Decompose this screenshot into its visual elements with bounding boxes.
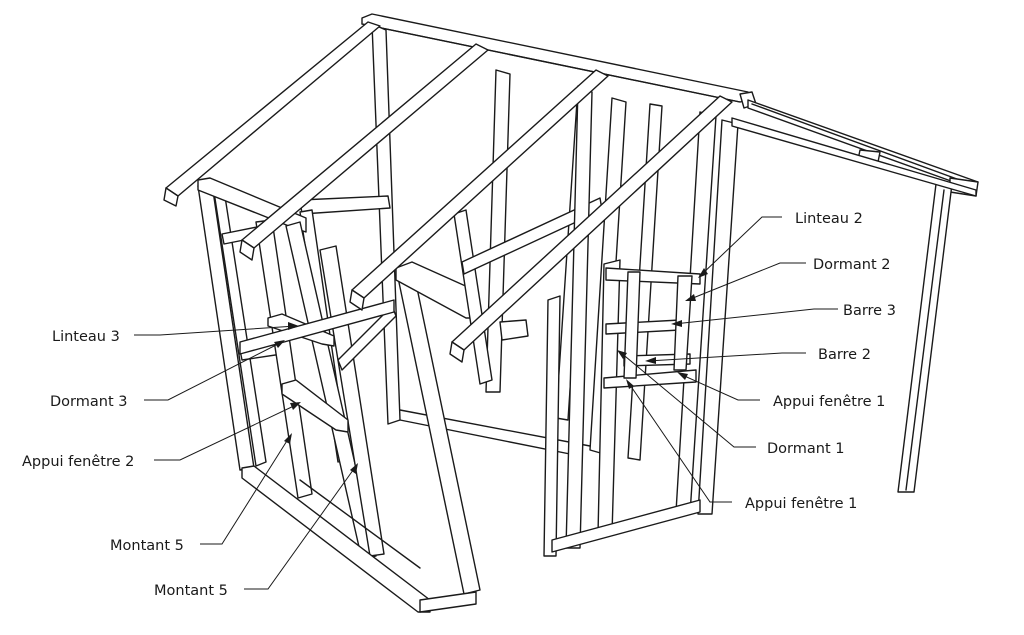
- leader-montant-5-a: [200, 435, 291, 545]
- arrow-barre-3: [671, 320, 682, 327]
- leader-appui-fenetre-1-b: [627, 381, 732, 503]
- label-linteau-2: Linteau 2: [795, 211, 863, 227]
- arrow-linteau-2: [698, 268, 708, 278]
- label-dormant-2: Dormant 2: [813, 257, 890, 273]
- arrow-appui-fenetre-2: [290, 402, 301, 410]
- right-side-wall: [543, 87, 701, 557]
- label-montant-5-left: Montant 5: [110, 538, 184, 554]
- leader-appui-fenetre-1-a: [679, 373, 760, 401]
- shed-frame-drawing: [163, 13, 979, 613]
- label-appui-fenetre-2: Appui fenêtre 2: [22, 454, 134, 470]
- leader-dormant-2: [687, 262, 806, 301]
- arrow-montant-5-a: [284, 433, 292, 444]
- leader-barre-3: [673, 308, 838, 325]
- part-labels: Linteau 2 Dormant 2 Barre 3 Barre 2 Appu…: [22, 211, 896, 599]
- label-barre-3: Barre 3: [843, 303, 896, 319]
- rear-right-post: [897, 183, 953, 493]
- leader-linteau-3: [134, 325, 297, 336]
- label-appui-fenetre-1-top: Appui fenêtre 1: [773, 394, 885, 410]
- leader-lines: [134, 216, 838, 590]
- arrow-dormant-1: [617, 350, 627, 359]
- arrow-appui-fenetre-1-b: [626, 379, 634, 389]
- arrow-appui-fenetre-1-a: [677, 372, 688, 380]
- leader-barre-2: [647, 352, 806, 362]
- label-montant-5-bottom: Montant 5: [154, 583, 228, 599]
- leader-dormant-3: [144, 341, 283, 401]
- label-linteau-3: Linteau 3: [52, 329, 120, 345]
- arrow-barre-2: [645, 357, 656, 364]
- roof-rafters: [163, 21, 733, 363]
- arrow-montant-5-b: [350, 463, 358, 474]
- label-appui-fenetre-1-bottom: Appui fenêtre 1: [745, 496, 857, 512]
- arrow-dormant-3: [274, 340, 285, 348]
- leader-appui-fenetre-2: [154, 403, 299, 461]
- label-dormant-3: Dormant 3: [50, 394, 127, 410]
- leader-linteau-2: [699, 216, 782, 277]
- right-eave: [731, 117, 977, 197]
- front-wall: [197, 177, 481, 613]
- arrow-dormant-2: [685, 294, 696, 301]
- label-dormant-1: Dormant 1: [767, 441, 844, 457]
- label-barre-2: Barre 2: [818, 347, 871, 363]
- leader-montant-5-b: [244, 465, 357, 590]
- arrow-linteau-3: [288, 322, 299, 330]
- leader-dormant-1: [619, 351, 756, 448]
